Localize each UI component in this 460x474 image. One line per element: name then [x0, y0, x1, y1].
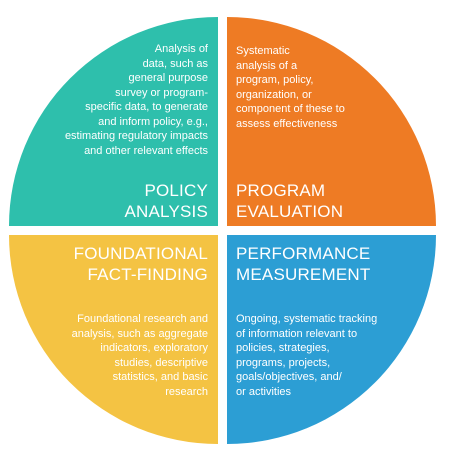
foundational-fact-finding-description: Foundational research and analysis, such… — [71, 313, 208, 398]
foundational-fact-finding-wedge — [9, 235, 218, 444]
policy-analysis-wedge — [9, 17, 218, 226]
foundational-fact-finding-title: FOUNDATIONAL FACT-FINDING — [73, 244, 208, 284]
performance-measurement-title: PERFORMANCE MEASUREMENT — [236, 244, 371, 284]
program-evaluation-title: PROGRAM EVALUATION — [236, 181, 344, 221]
program-evaluation-description: Systematic analysis of a program, policy… — [236, 45, 345, 130]
performance-measurement-wedge — [227, 235, 436, 444]
performance-measurement-description: Ongoing, systematic tracking of informat… — [236, 313, 378, 398]
policy-analysis-description: Analysis of data, such as general purpos… — [64, 43, 208, 157]
program-evaluation-wedge — [227, 17, 436, 226]
policy-analysis-title: POLICY ANALYSIS — [124, 181, 208, 221]
